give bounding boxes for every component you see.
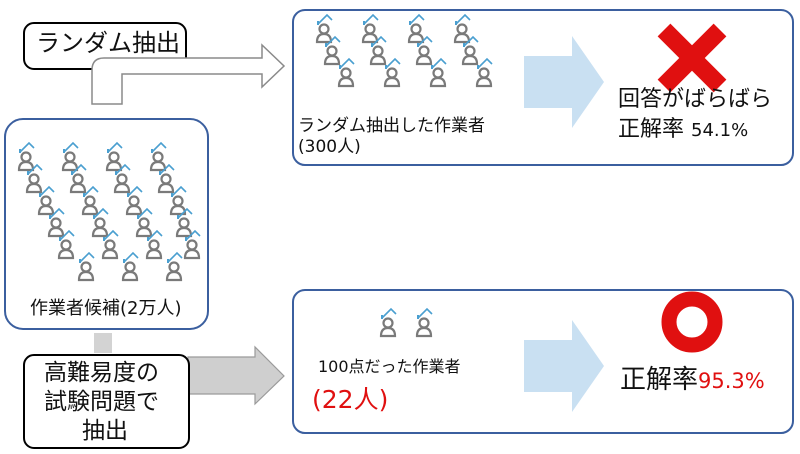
top-result-label: 回答がばらばら: [618, 87, 773, 112]
hard-test-label-line3: 抽出: [82, 418, 128, 444]
bottom-accuracy: 正解率95.3%: [620, 365, 765, 396]
candidates-label: 作業者候補(2万人): [30, 298, 182, 319]
pool-connector: [94, 333, 112, 353]
hard-test-label-box: [23, 354, 190, 449]
top-caption-line2: (300人): [298, 137, 361, 157]
top-accuracy: 正解率 54.1%: [618, 117, 748, 143]
bottom-accuracy-label: 正解率: [620, 365, 699, 395]
bottom-count: (22人): [312, 385, 389, 414]
bottom-caption-line1: 100点だった作業者: [318, 357, 461, 376]
top-caption-line1: ランダム抽出した作業者: [298, 116, 485, 136]
bottom-accuracy-value: 95.3%: [698, 369, 765, 393]
random-extract-label: ランダム抽出: [36, 29, 180, 57]
hard-test-label-line1: 高難易度の: [44, 360, 159, 386]
candidate-pool-box: [4, 118, 209, 330]
top-accuracy-label: 正解率: [618, 117, 685, 142]
cross-mark: [657, 23, 727, 93]
random-extract-arrow: [91, 43, 286, 105]
circle-mark: [661, 291, 723, 353]
hard-test-arrow: [187, 345, 285, 406]
bottom-flow-arrow: [524, 320, 604, 412]
top-accuracy-value: 54.1%: [691, 120, 749, 141]
hard-test-label-line2: 試験問題で: [44, 389, 159, 415]
top-flow-arrow: [524, 36, 604, 128]
